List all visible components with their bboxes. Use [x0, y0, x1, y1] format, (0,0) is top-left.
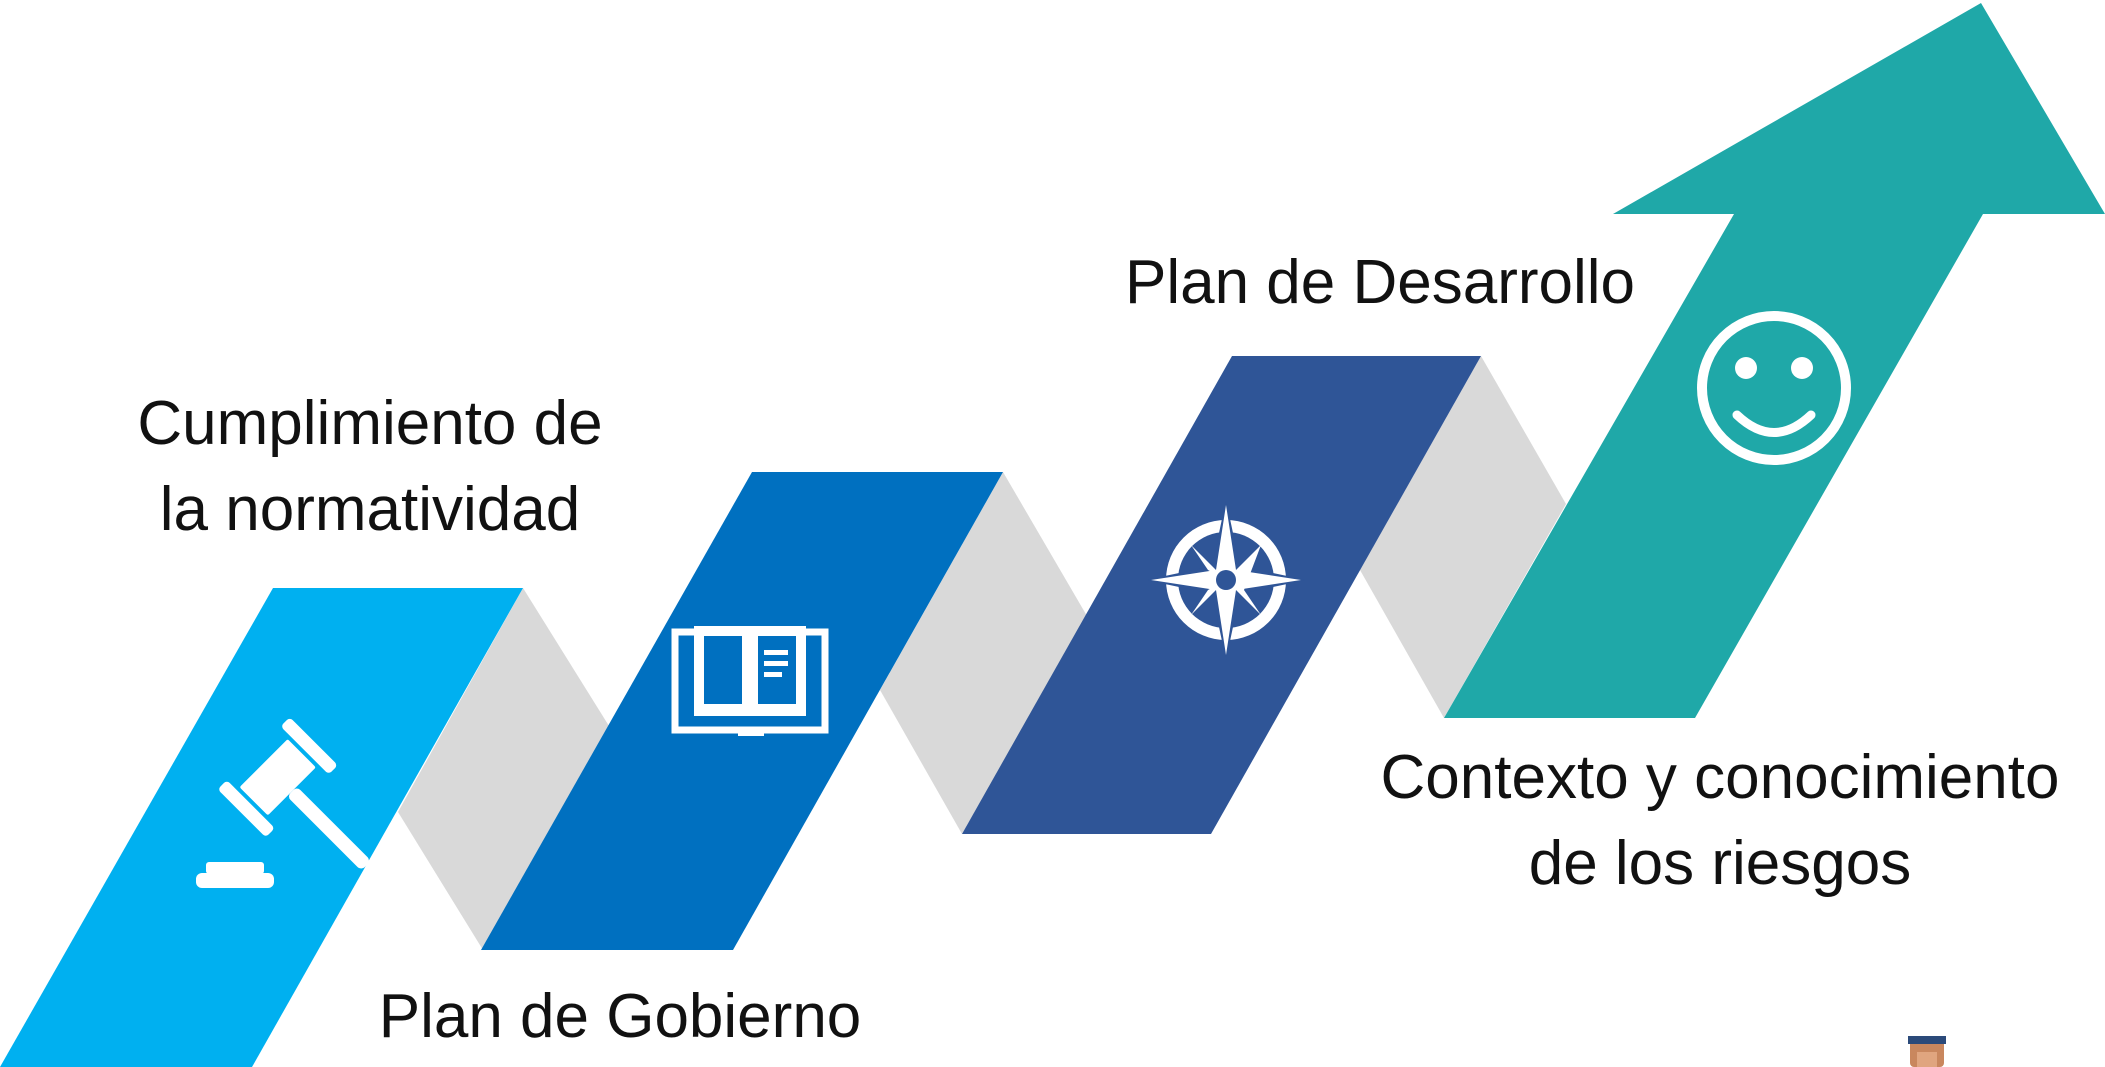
label-line: la normatividad: [159, 475, 581, 544]
label-line: Contexto y conocimiento: [1380, 743, 2060, 812]
step-arrow-4: [1444, 3, 2105, 718]
step-label-contexto: Contexto y conocimiento de los riesgos: [1340, 735, 2100, 907]
label-line: Cumplimiento de: [137, 389, 603, 458]
person-figure-icon: [1908, 1036, 1946, 1067]
connector-1: [398, 588, 609, 950]
smiley-face-icon: [1697, 311, 1851, 465]
gavel-icon: [196, 718, 369, 888]
label-line: Plan de Desarrollo: [1124, 248, 1636, 317]
connector-3: [1360, 356, 1566, 718]
step-label-gobierno: Plan de Gobierno: [340, 974, 900, 1060]
connector-2: [880, 472, 1087, 834]
step-label-desarrollo: Plan de Desarrollo: [1060, 240, 1700, 326]
label-line: de los riesgos: [1528, 829, 1912, 898]
open-book-icon: [671, 626, 829, 736]
label-line: Plan de Gobierno: [378, 982, 862, 1051]
compass-rose-icon: [1146, 500, 1306, 660]
step-label-cumplimiento: Cumplimiento de la normatividad: [110, 381, 630, 553]
